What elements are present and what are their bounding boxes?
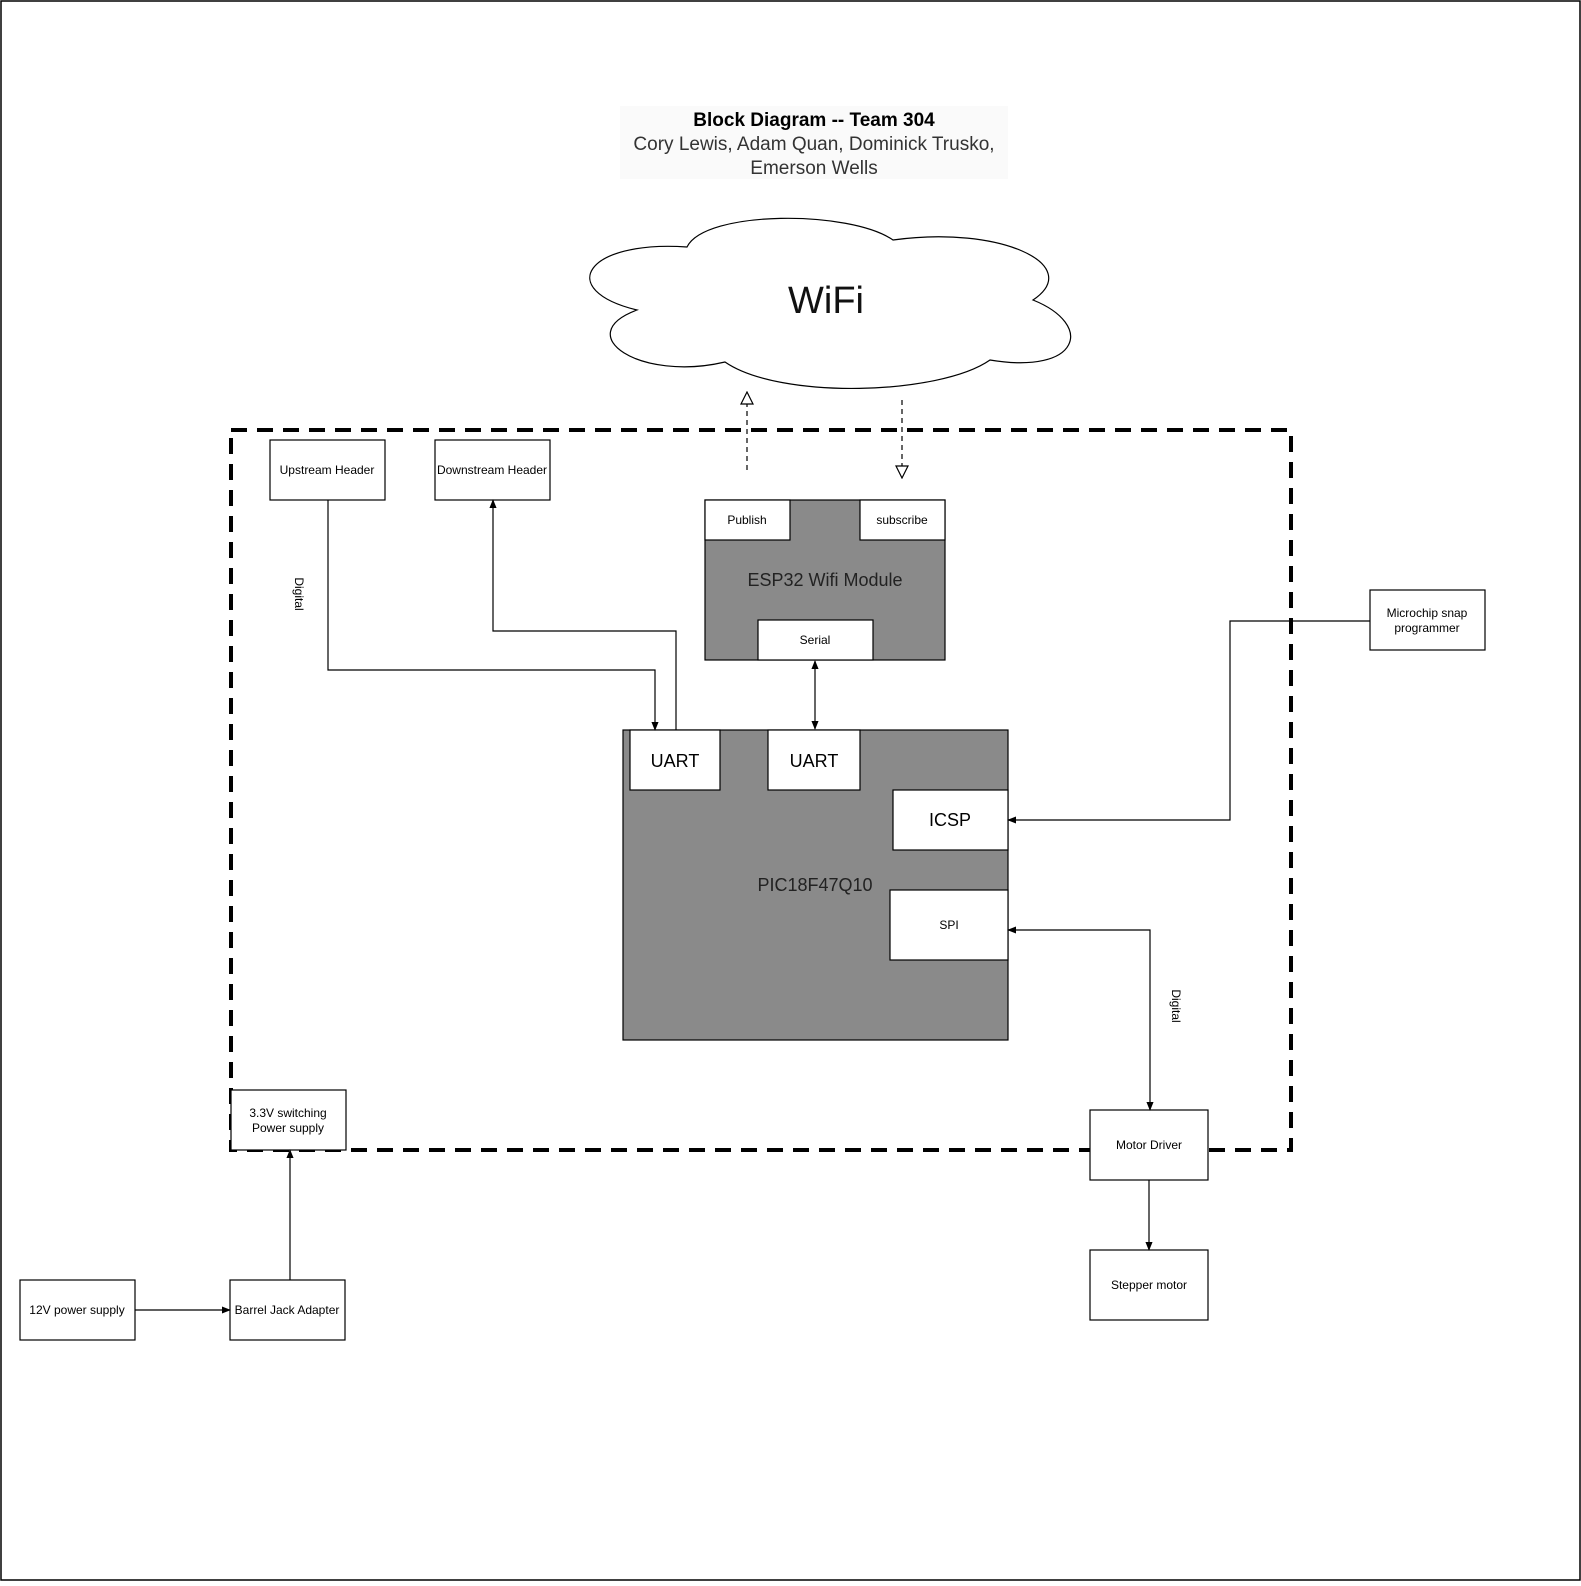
mcu-block: PIC18F47Q10 UART UART ICSP SPI: [622, 729, 1009, 1041]
serial-block: [757, 619, 874, 661]
diagram-title: Block Diagram -- Team 304: [693, 110, 935, 131]
wifi-label: WiFi: [788, 280, 864, 322]
programmer-label-1: Microchip snap: [1387, 606, 1468, 620]
mcu-label: PIC18F47Q10: [757, 875, 872, 895]
uart-2-label: UART: [790, 751, 839, 771]
esp32-module-label: ESP32 Wifi Module: [747, 570, 902, 590]
barrel-jack-block: Barrel Jack Adapter: [229, 1279, 346, 1341]
authors-line-1: Cory Lewis, Adam Quan, Dominick Trusko,: [633, 134, 994, 155]
power-33v-block: 3.3V switching Power supply: [230, 1089, 347, 1151]
digital-label-right: Digital: [1169, 989, 1183, 1022]
digital-label-left: Digital: [292, 577, 306, 610]
stepper-motor-block: Stepper motor: [1089, 1249, 1209, 1321]
motor-driver-label: Motor Driver: [1116, 1138, 1182, 1152]
publish-block: [704, 499, 791, 541]
subscribe-label: subscribe: [876, 513, 928, 527]
spi-block: [889, 889, 1009, 961]
serial-label: Serial: [800, 633, 831, 647]
downstream-header-block: Downstream Header: [434, 439, 551, 501]
power-12v-label: 12V power supply: [29, 1303, 124, 1317]
authors-line-2: Emerson Wells: [750, 158, 877, 179]
programmer-label-2: programmer: [1394, 621, 1459, 635]
power-33v-label-1: 3.3V switching: [249, 1106, 326, 1120]
upstream-header-block: Upstream Header: [269, 439, 386, 501]
board-boundary: [229, 428, 1293, 1152]
uart-to-downstream-wire: [489, 499, 677, 730]
stepper-motor-label: Stepper motor: [1111, 1278, 1187, 1292]
power-12v-block: 12V power supply: [19, 1279, 136, 1341]
programmer-block: Microchip snap programmer: [1369, 589, 1486, 651]
upstream-header-label: Upstream Header: [280, 463, 375, 477]
motor-driver-block: Motor Driver: [1089, 1109, 1209, 1181]
title-background: [620, 106, 1008, 179]
barrel-jack-label: Barrel Jack Adapter: [235, 1303, 340, 1317]
icsp-block: [892, 789, 1009, 851]
programmer-to-icsp-wire: [1007, 620, 1370, 824]
icsp-label: ICSP: [929, 810, 971, 830]
downstream-header-label: Downstream Header: [437, 463, 547, 477]
upstream-to-uart-wire: [327, 500, 659, 731]
uart-1-block: [629, 729, 721, 791]
publish-label: Publish: [727, 513, 766, 527]
esp32-module-block: ESP32 Wifi Module Publish subscribe Seri…: [704, 499, 946, 661]
spi-label: SPI: [939, 918, 958, 932]
uart-1-label: UART: [651, 751, 700, 771]
subscribe-block: [859, 499, 946, 541]
wifi-cloud: [589, 217, 1072, 390]
uart-2-block: [767, 729, 861, 791]
spi-motor-driver-wire: [1007, 926, 1154, 1111]
power-33v-label-2: Power supply: [252, 1121, 324, 1135]
